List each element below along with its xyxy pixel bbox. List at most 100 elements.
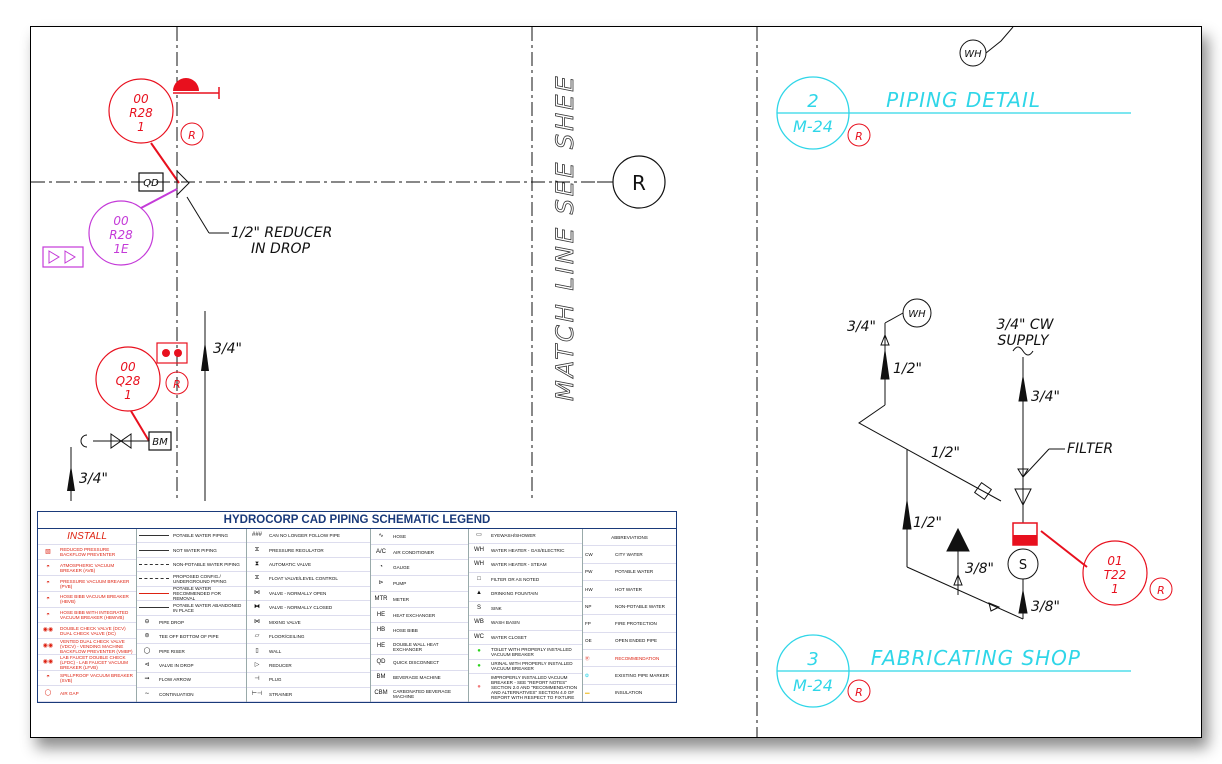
fixture-tag-q28-1: 00 Q28 1 R (95, 346, 189, 442)
pvb-icon: ◓ (46, 580, 50, 587)
legend-item: ▯WALL (247, 644, 370, 659)
lfdc-icon: ◉◉ (42, 658, 54, 665)
air-gap-icon: ◯ (44, 690, 52, 697)
right-dim-1-2-b: 1/2" (931, 445, 960, 461)
legend-item: ⧗AUTOMATIC VALVE (247, 558, 370, 573)
eyewash-icon: ▭ (476, 532, 482, 539)
reference-bubble (612, 155, 666, 209)
svg-text:T22: T22 (1104, 568, 1127, 582)
legend-item: ◯PIPE RISER (137, 644, 246, 659)
legend-item: ###CAN NO LONGER FOLLOW PIPE (247, 529, 370, 544)
svg-text:1: 1 (137, 120, 145, 134)
svg-text:01: 01 (1107, 554, 1122, 568)
legend-item: ◓HOSE BIBB VACUUM BREAKER (HBVB) (38, 592, 136, 608)
legend-item: □FILTER OR AS NOTED (469, 573, 582, 587)
svg-text:R: R (855, 686, 863, 699)
abbreviations-header: ABBREVIATIONS (583, 529, 676, 547)
filter-icon: □ (477, 575, 481, 582)
floor-ceiling-icon: ▱ (254, 633, 260, 640)
svg-text:M-24: M-24 (793, 676, 833, 695)
svb-icon: ◓ (46, 674, 50, 681)
vented-dual-check-valve-icon (156, 342, 188, 364)
abbr-item: ▬INSULATION (583, 685, 676, 702)
piping-detail-callout: 2 M-24 PIPING DETAIL R (776, 76, 1131, 150)
right-dim-3-4-supply: 3/4" (1031, 389, 1060, 405)
automatic-valve-icon: ⧗ (254, 561, 260, 568)
beverage-machine-tag: BM (152, 437, 168, 448)
valve-closed-icon: ⧓ (254, 604, 260, 611)
vdcv-icon: ◉◉ (42, 643, 54, 649)
legend-item: ◓SPILLPROOF VACUUM BREAKER (SVB) (38, 671, 136, 687)
reducer-note-line-1: 1/2" REDUCER (231, 225, 332, 241)
legend-piping-column: POTABLE WATER PIPING NOT WATER PIPING NO… (136, 529, 246, 703)
svg-text:3: 3 (807, 649, 818, 670)
drinking-fountain-icon: ▲ (476, 590, 482, 597)
pipe-riser-icon: ◯ (143, 647, 151, 654)
svg-text:R28: R28 (109, 228, 133, 242)
tee-bottom-icon: ⊜ (144, 633, 150, 640)
legend-item: ◓PRESSURE VACUUM BREAKER (PVB) (38, 576, 136, 592)
wall-icon: ▯ (255, 647, 259, 654)
legend-item: ⧖PRESSURE REGULATOR (247, 543, 370, 558)
legend-item: ⋈VALVE - NORMALLY OPEN (247, 587, 370, 602)
svg-text:1: 1 (124, 388, 132, 402)
pipe-marker-icon: ❂ (585, 673, 589, 679)
continuation-icon: ∼ (144, 690, 150, 697)
legend-item: ⧖FLOAT VALVE/LEVEL CONTROL (247, 572, 370, 587)
insulation-icon: ▬ (585, 690, 590, 696)
hose-icon: ∿ (378, 532, 384, 539)
legend-item: ⋈MIXING VALVE (247, 616, 370, 630)
legend-item: ⊖PIPE DROP (137, 616, 246, 630)
reducer-icon: ▷ (254, 662, 260, 668)
svg-text:00: 00 (120, 360, 136, 374)
legend-item: ◔GAUGE (371, 560, 468, 577)
right-dim-3-4-wh: 3/4" (847, 319, 876, 335)
right-wh-label: WH (908, 309, 926, 320)
svg-text:00: 00 (113, 214, 129, 228)
strainer-icon: ⊢⊣ (251, 690, 263, 697)
legend-item: ⊣PLUG (247, 673, 370, 688)
piping-schematic: MATCH LINE SEE SHEE R 00 R28 1 R QD 1/2"… (31, 27, 1173, 737)
toilet-green-icon: ● (477, 648, 481, 655)
plug-icon: ⊣ (254, 676, 260, 683)
legend-install-column: INSTALL ▧REDUCED PRESSURE BACKFLOW PREVE… (38, 529, 136, 703)
reducer-note-line-2: IN DROP (251, 241, 311, 257)
install-header: INSTALL (38, 529, 136, 545)
legend-item: ⊜TEE OFF BOTTOM OF PIPE (137, 630, 246, 645)
valve-open-icon: ⋈ (254, 589, 260, 596)
fixture-tag-t22-1: 01 T22 1 R (1082, 540, 1173, 606)
legend-item: ⊢⊣STRAINER (247, 688, 370, 703)
reference-bubble-label: R (632, 171, 646, 195)
dcv-icon: ◉◉ (42, 627, 54, 634)
legend-item: ⧓VALVE - NORMALLY CLOSED (247, 601, 370, 616)
legend-item: ◉◉LAB FAUCET DOUBLE CHECK (LFDC) - LAB F… (38, 655, 136, 671)
svg-text:M-24: M-24 (793, 117, 833, 136)
dimension-3-4-b: 3/4" (79, 471, 108, 487)
sink-label: S (1019, 558, 1027, 573)
svg-text:R: R (173, 378, 181, 391)
svg-text:Q28: Q28 (116, 374, 141, 388)
svg-text:PIPING DETAIL: PIPING DETAIL (886, 88, 1041, 112)
legend-item: NON-POTABLE WATER PIPING (137, 558, 246, 573)
right-dim-3-8-a: 3/8" (965, 561, 994, 577)
fixture-tag-r28-1: 00 R28 1 R (108, 78, 204, 184)
legend-title: HYDROCORP CAD PIPING SCHEMATIC LEGEND (38, 512, 676, 529)
rp-backflow-icon: ▧ (45, 548, 51, 555)
legend-item: ▲DRINKING FOUNTAIN (469, 587, 582, 602)
